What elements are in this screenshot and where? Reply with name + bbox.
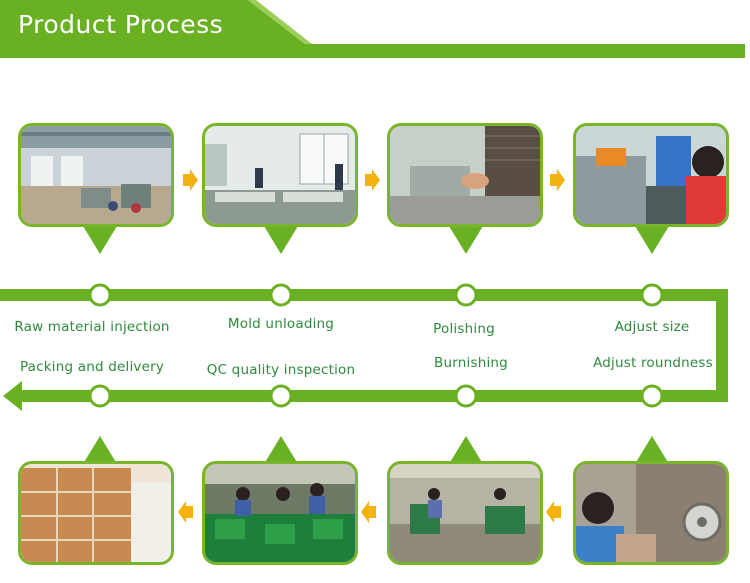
top-pointer-3 [449, 226, 483, 254]
top-node-1 [88, 283, 112, 307]
top-node-3 [454, 283, 478, 307]
top-arrow-1 [183, 169, 198, 191]
stage-label-adjust-size: Adjust size [614, 319, 690, 335]
bottom-track-arrowhead [3, 381, 22, 411]
factory-floor-photo [18, 123, 174, 227]
top-arrow-2 [365, 169, 380, 191]
top-pointer-2 [264, 226, 298, 254]
stage-label-raw-material-injection: Raw material injection [14, 319, 170, 335]
bottom-node-3 [454, 384, 478, 408]
top-pointer-4 [635, 226, 669, 254]
top-pointer-1 [83, 226, 117, 254]
bottom-pointer-3 [449, 436, 483, 464]
stage-label-mold-unloading: Mold unloading [227, 316, 335, 332]
roundness-worker-photo [573, 461, 729, 565]
bottom-arrow-1 [178, 501, 193, 523]
bottom-pointer-2 [264, 436, 298, 464]
top-node-4 [640, 283, 664, 307]
page-title: Product Process [18, 10, 224, 39]
bottom-arrow-2 [361, 501, 376, 523]
bottom-track-line [18, 390, 728, 402]
header-banner-light-edge [248, 0, 312, 44]
bottom-pointer-1 [83, 436, 117, 464]
right-track-connector [716, 289, 728, 402]
stage-label-adjust-roundness: Adjust roundness [593, 355, 713, 371]
stage-label-packing-and-delivery: Packing and delivery [19, 359, 165, 375]
top-track-line [0, 289, 728, 301]
stage-label-burnishing: Burnishing [434, 355, 508, 371]
bottom-pointer-4 [635, 436, 669, 464]
bottom-node-1 [88, 384, 112, 408]
top-node-2 [269, 283, 293, 307]
burnishing-workshop-photo [387, 461, 543, 565]
bottom-node-4 [640, 384, 664, 408]
header-banner [0, 0, 745, 58]
carton-stack-photo [18, 461, 174, 565]
polishing-machine-photo [387, 123, 543, 227]
stage-label-qc-quality-inspection: QC quality inspection [206, 362, 356, 378]
top-arrow-3 [550, 169, 565, 191]
bottom-node-2 [269, 384, 293, 408]
mold-parts-photo [202, 123, 358, 227]
bottom-arrow-3 [546, 501, 561, 523]
stage-label-polishing: Polishing [433, 321, 495, 337]
inspection-tables-photo [202, 461, 358, 565]
worker-machine-photo [573, 123, 729, 227]
